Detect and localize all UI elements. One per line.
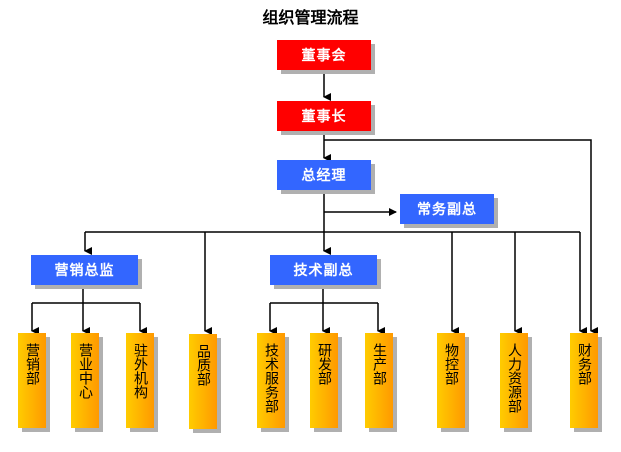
node-chairman: 董事长 bbox=[277, 101, 371, 131]
node-executive-vp: 常务副总 bbox=[400, 194, 494, 224]
dept-tech-service: 技术服务部 bbox=[257, 333, 285, 428]
dept-sales: 营销部 bbox=[18, 333, 46, 428]
line-chairman-finance bbox=[324, 139, 598, 335]
dept-finance: 财务部 bbox=[570, 333, 598, 428]
dept-branch-offices: 驻外机构 bbox=[126, 333, 154, 428]
dept-rd: 研发部 bbox=[310, 333, 338, 428]
dept-business-center: 营业中心 bbox=[71, 333, 99, 428]
node-technical-vp: 技术副总 bbox=[270, 255, 377, 285]
node-board: 董事会 bbox=[277, 40, 371, 70]
dept-production: 生产部 bbox=[365, 333, 393, 428]
node-marketing-director: 营销总监 bbox=[31, 255, 138, 285]
dept-material-control: 物控部 bbox=[437, 333, 465, 428]
dept-quality: 品质部 bbox=[189, 334, 217, 429]
chart-title: 组织管理流程 bbox=[262, 8, 359, 27]
node-general-manager: 总经理 bbox=[277, 160, 371, 190]
dept-human-resources: 人力资源部 bbox=[500, 333, 528, 428]
